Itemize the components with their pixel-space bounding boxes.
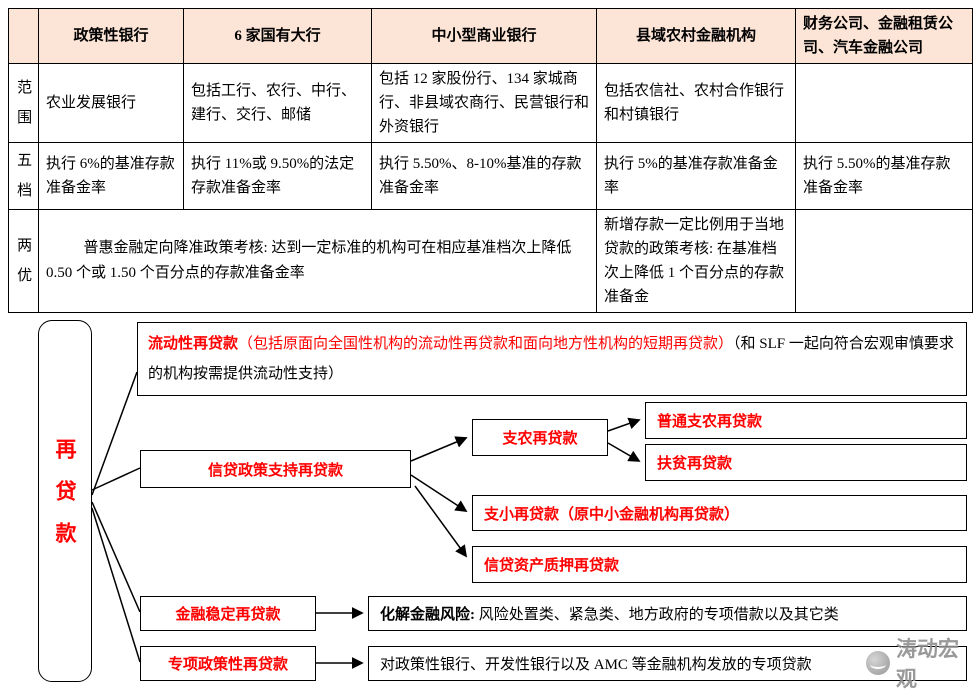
- table-cell: 包括农信社、农村合作银行和村镇银行: [596, 63, 796, 143]
- financial-stability-target-bold: 化解金融风险:: [380, 607, 475, 623]
- liquidity-relending-title: 流动性再贷款: [148, 336, 239, 352]
- row-label-scope: 范围: [8, 63, 39, 143]
- row-label-text: 五档: [17, 153, 33, 199]
- corner-cell: [8, 8, 39, 64]
- credit-policy-relending-label: 信贷政策支持再贷款: [207, 462, 343, 479]
- table-cell-inclusive-finance: 普惠金融定向降准政策考核: 达到一定标准的机构可在相应基准档次上降低 0.50 …: [38, 209, 597, 313]
- financial-stability-target-rest: 风险处置类、紧急类、地方政府的专项借款以及其它类: [475, 607, 839, 623]
- row-label-text: 范围: [17, 80, 33, 126]
- table-cell: 执行 5.50%的基准存款准备金率: [795, 142, 973, 210]
- row-label-two-preferences: 两优: [8, 209, 39, 313]
- table-cell: 执行 6%的基准存款准备金率: [38, 142, 184, 210]
- financial-stability-target-node: 化解金融风险: 风险处置类、紧急类、地方政府的专项借款以及其它类: [368, 596, 967, 631]
- liquidity-relending-node: 流动性再贷款（包括原面向全国性机构的流动性再贷款和面向地方性机构的短期再贷款）（…: [137, 322, 967, 396]
- reserve-requirement-table: 政策性银行 6 家国有大行 中小型商业银行 县域农村金融机构 财务公司、金融租赁…: [8, 8, 973, 313]
- watermark: 涛动宏观: [866, 633, 979, 693]
- table-row-scope: 范围 农业发展银行 包括工行、农行、中行、建行、交行、邮储 包括 12 家股份行…: [8, 63, 973, 143]
- column-header-finance-companies: 财务公司、金融租赁公司、汽车金融公司: [795, 8, 973, 64]
- table-cell: [795, 209, 973, 313]
- table-cell: 农业发展银行: [38, 63, 184, 143]
- table-cell: 包括 12 家股份行、134 家城商行、非县域农商行、民营银行和外资银行: [371, 63, 597, 143]
- watermark-text: 涛动宏观: [896, 638, 959, 691]
- table-header-row: 政策性银行 6 家国有大行 中小型商业银行 县域农村金融机构 财务公司、金融租赁…: [8, 8, 973, 64]
- table-cell: 包括工行、农行、中行、建行、交行、邮储: [183, 63, 372, 143]
- special-policy-relending-label: 专项政策性再贷款: [167, 657, 288, 673]
- financial-stability-relending-node: 金融稳定再贷款: [140, 596, 316, 631]
- table-cell: 执行 11%或 9.50%的法定存款准备金率: [183, 142, 372, 210]
- row-label-text: 两优: [17, 238, 33, 284]
- special-policy-target-text: 对政策性银行、开发性银行以及 AMC 等金融机构发放的专项贷款: [380, 657, 812, 673]
- financial-stability-target-text: 化解金融风险: 风险处置类、紧急类、地方政府的专项借款以及其它类: [380, 603, 839, 624]
- normal-agriculture-relending-label: 普通支农再贷款: [657, 414, 763, 430]
- column-header-big-six-banks: 6 家国有大行: [183, 8, 372, 64]
- table-cell: 执行 5.50%、8-10%基准的存款准备金率: [371, 142, 597, 210]
- agriculture-relending-node: 支农再贷款: [472, 419, 608, 456]
- table-cell-county-preference: 新增存款一定比例用于当地贷款的政策考核: 在基准档次上降低 1 个百分点的存款准…: [596, 209, 796, 313]
- relending-root-node: 再贷款: [38, 320, 92, 682]
- column-header-small-medium-banks: 中小型商业银行: [371, 8, 597, 64]
- table-row-five-tiers: 五档 执行 6%的基准存款准备金率 执行 11%或 9.50%的法定存款准备金率…: [8, 142, 973, 210]
- liquidity-relending-desc-black: （和 SLF 一起向符合宏观审慎要求的机构按需提供流动性支持）: [148, 336, 954, 382]
- poverty-relief-relending-node: 扶贫再贷款: [645, 444, 967, 481]
- financial-stability-relending-label: 金融稳定再贷款: [175, 607, 281, 623]
- relending-root-label: 再贷款: [53, 438, 77, 564]
- poverty-relief-relending-label: 扶贫再贷款: [657, 456, 733, 472]
- credit-asset-pledge-relending-label: 信贷资产质押再贷款: [484, 558, 620, 574]
- watermark-logo-icon: [866, 651, 890, 675]
- credit-policy-relending-node: 信贷政策支持再贷款: [140, 450, 411, 488]
- credit-asset-pledge-relending-node: 信贷资产质押再贷款: [472, 546, 967, 583]
- special-policy-relending-node: 专项政策性再贷款: [140, 646, 316, 681]
- normal-agriculture-relending-node: 普通支农再贷款: [645, 402, 967, 439]
- agriculture-relending-label: 支农再贷款: [502, 431, 578, 447]
- small-business-relending-label: 支小再贷款（原中小金融机构再贷款）: [484, 506, 740, 523]
- table-row-two-preferences: 两优 普惠金融定向降准政策考核: 达到一定标准的机构可在相应基准档次上降低 0.…: [8, 209, 973, 313]
- liquidity-relending-desc-red: （包括原面向全国性机构的流动性再贷款和面向地方性机构的短期再贷款）: [238, 336, 734, 352]
- small-business-relending-node: 支小再贷款（原中小金融机构再贷款）: [472, 495, 967, 531]
- table-cell: 执行 5%的基准存款准备金率: [596, 142, 796, 210]
